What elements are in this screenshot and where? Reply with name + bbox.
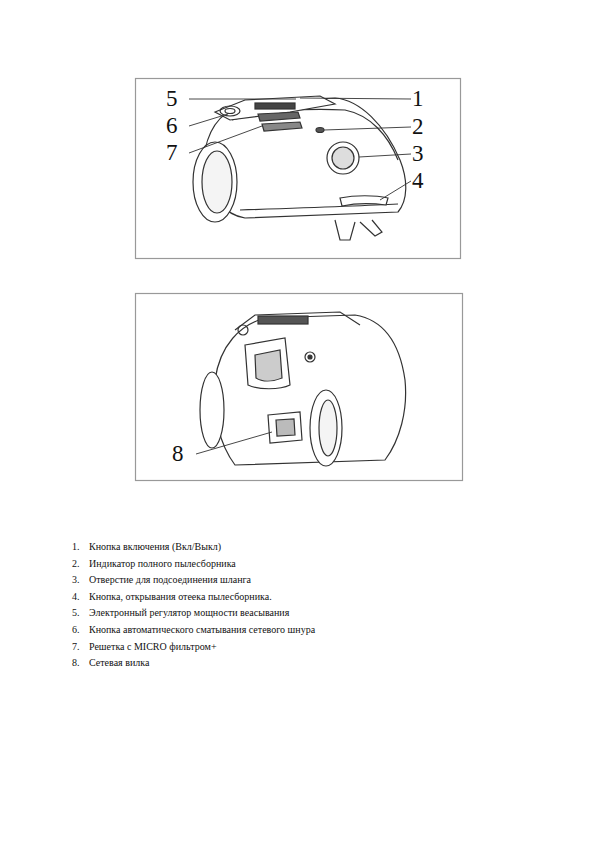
callout-number: 8 (172, 441, 184, 466)
list-item: 1. (72, 541, 80, 552)
leader-line (196, 432, 272, 454)
list-item: 6. (72, 624, 80, 635)
callout-number: 1 (412, 86, 424, 111)
list-item: 5. (72, 607, 80, 618)
vacuum-rear-view (200, 312, 406, 466)
vacuum-front-view (193, 96, 406, 240)
callout-number: 3 (412, 141, 424, 166)
list-item: Сетевая вилка (89, 657, 149, 668)
list-item: 4. (72, 591, 80, 602)
list-item: 3. (72, 574, 80, 585)
list-item: 2. (72, 558, 80, 569)
list-item: Электронный регулятор мощности веасывани… (89, 607, 289, 618)
callout-number: 4 (412, 168, 424, 193)
callout-number: 6 (166, 113, 178, 138)
leader-line (189, 98, 411, 200)
list-item: Кнопка включения (Вкл/Выкл) (89, 541, 221, 552)
list-item: 7. (72, 641, 80, 652)
callout-number: 5 (166, 86, 178, 111)
list-item: Индикатор полного пылесборника (89, 558, 236, 569)
list-item: Решетка с MICRO фильтром+ (89, 641, 217, 652)
callout-number: 2 (412, 114, 424, 139)
frame (136, 79, 461, 259)
list-item: 8. (72, 657, 80, 668)
list-item: Кнопка автоматического сматывания сетево… (89, 624, 315, 635)
frame (136, 294, 463, 481)
list-item: Кнопка, открывания отеека пылесборника. (89, 591, 272, 602)
list-item: Отверстие для подсоединения шланга (89, 574, 251, 585)
callout-number: 7 (166, 140, 178, 165)
